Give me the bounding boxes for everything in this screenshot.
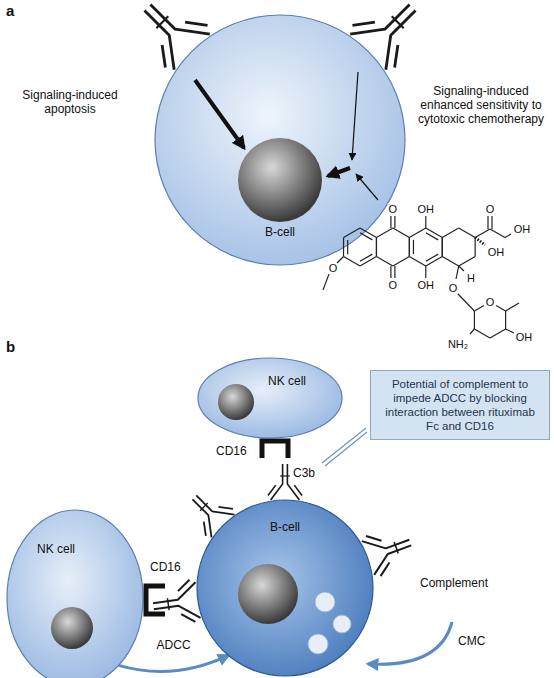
- antibody: [347, 0, 434, 73]
- panel-letter: a: [6, 4, 14, 18]
- signal-arrow: [195, 80, 244, 148]
- atom-label: O: [389, 203, 398, 216]
- adcc-arrow: [119, 655, 229, 671]
- callout-leader: [322, 428, 367, 466]
- nucleus: [238, 564, 298, 624]
- vesicle: [333, 615, 351, 633]
- panel-letter: b: [6, 340, 15, 354]
- cd16-receptor: [262, 441, 288, 458]
- doxorubicin-structure: [323, 216, 519, 338]
- antibody: [126, 0, 213, 73]
- b-cell-circle: B-cell: [197, 500, 373, 676]
- atom-label: O: [329, 262, 338, 275]
- nucleus: [51, 607, 93, 649]
- cd16-receptor: [146, 586, 165, 614]
- node-shape: [198, 358, 342, 438]
- node-shape: [7, 510, 143, 678]
- cell-label: NK cell: [268, 374, 306, 388]
- receptor-label: CD16: [150, 560, 181, 574]
- atom-label: OH: [516, 331, 533, 344]
- nk-cell-ellipse: NK cell: [7, 510, 143, 678]
- atom-label: O: [486, 296, 495, 309]
- edge-label: ADCC: [157, 638, 191, 652]
- receptor-label: CD16: [216, 444, 247, 458]
- atom-label: OH: [418, 279, 435, 292]
- nucleus: [238, 138, 322, 222]
- b-cell-circle: B-cell: [155, 15, 405, 265]
- antibody: [361, 523, 418, 578]
- atom-label: O: [449, 282, 458, 295]
- atom-label: H: [467, 272, 475, 285]
- b-cell-body: [155, 15, 405, 265]
- signal-arrow: [352, 72, 358, 160]
- atom-label: OH: [488, 246, 505, 259]
- annotation-text: Signaling-induced enhanced sensitivity t…: [410, 84, 552, 126]
- cell-label: NK cell: [37, 542, 75, 556]
- complement-label: C3b: [293, 466, 315, 480]
- antibody: [181, 484, 237, 540]
- callout-box: Potential of complement to impede ADCC b…: [370, 370, 550, 440]
- cell-label: B-cell: [155, 225, 405, 239]
- nk-cell-body: [7, 510, 143, 678]
- atom-label: OH: [418, 203, 435, 216]
- cmc-arrow: [368, 622, 452, 664]
- drug-arrow: [356, 174, 378, 200]
- annotation-text: Signaling-induced apoptosis: [4, 88, 136, 116]
- nucleus: [218, 384, 254, 420]
- atom-label: O: [486, 203, 495, 216]
- cell-label: B-cell: [197, 520, 373, 534]
- mechanism-label: CMC: [458, 634, 485, 648]
- atom-label: OH: [514, 223, 531, 236]
- nk-cell-ellipse: NK cell: [198, 358, 342, 438]
- vesicle: [315, 592, 335, 612]
- signal-arrow: [328, 168, 350, 176]
- atom-label: NH₂: [448, 338, 468, 351]
- complement-label: Complement: [420, 576, 488, 590]
- b-cell-body: [197, 500, 373, 676]
- atom-label: O: [389, 279, 398, 292]
- nk-cell-body: [198, 358, 342, 438]
- vesicle: [308, 634, 328, 654]
- callout-text: Potential of complement to impede ADCC b…: [379, 377, 541, 433]
